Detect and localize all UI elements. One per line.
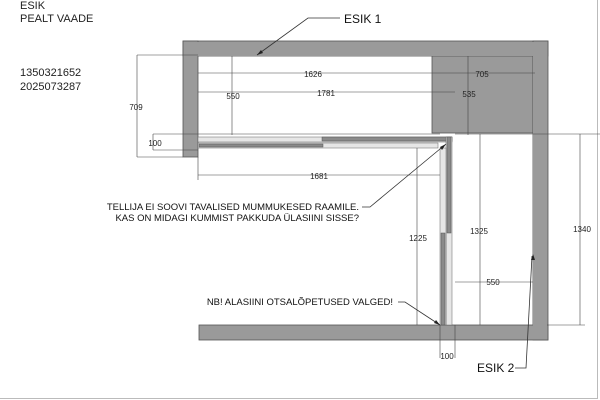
- dimension-550-top: 550: [226, 92, 240, 101]
- dimension-535: 535: [462, 90, 476, 99]
- dimension-1325: 1325: [470, 227, 488, 236]
- bottom-wall: [198, 324, 549, 341]
- note-tellija-line2: KAS ON MIDAGI KUMMIST PAKKUDA ÜLASIINI S…: [115, 213, 359, 224]
- walls: [182, 40, 549, 341]
- top-right-block: [431, 55, 534, 134]
- dimension-1225: 1225: [409, 234, 427, 243]
- drawing-title: ESIK: [20, 0, 46, 12]
- dimension-100-bottom: 100: [440, 352, 454, 361]
- dimension-lines: [136, 54, 600, 358]
- esik-2-label: ESIK 2: [477, 361, 515, 375]
- order-code-2: 2025073287: [20, 81, 81, 93]
- arrow-icon: [440, 144, 446, 150]
- leader-lines: [256, 17, 535, 369]
- glass-railing: [197, 136, 453, 326]
- dimension-1781: 1781: [317, 89, 335, 98]
- note-tellija-line1: TELLIJA EI SOOVI TAVALISED MUMMUKESED RA…: [107, 202, 359, 213]
- esik-1-label: ESIK 1: [344, 12, 382, 26]
- dimension-550-right: 550: [486, 278, 500, 287]
- arrow-icon: [434, 320, 440, 325]
- order-code-1: 1350321652: [20, 67, 81, 79]
- dimension-1340: 1340: [573, 225, 591, 234]
- dimension-1681: 1681: [310, 172, 328, 181]
- dimension-709: 709: [129, 103, 143, 112]
- left-wall: [182, 40, 199, 158]
- arrow-icon: [531, 254, 535, 260]
- dimension-1626: 1626: [304, 70, 322, 79]
- dimension-100-left: 100: [148, 139, 162, 148]
- note-alasiini: NB! ALASIINI OTSALÕPETUSED VALGED!: [207, 297, 393, 308]
- drawing-subtitle: PEALT VAADE: [20, 13, 93, 25]
- arrow-icon: [257, 50, 263, 55]
- dimension-705: 705: [475, 70, 489, 79]
